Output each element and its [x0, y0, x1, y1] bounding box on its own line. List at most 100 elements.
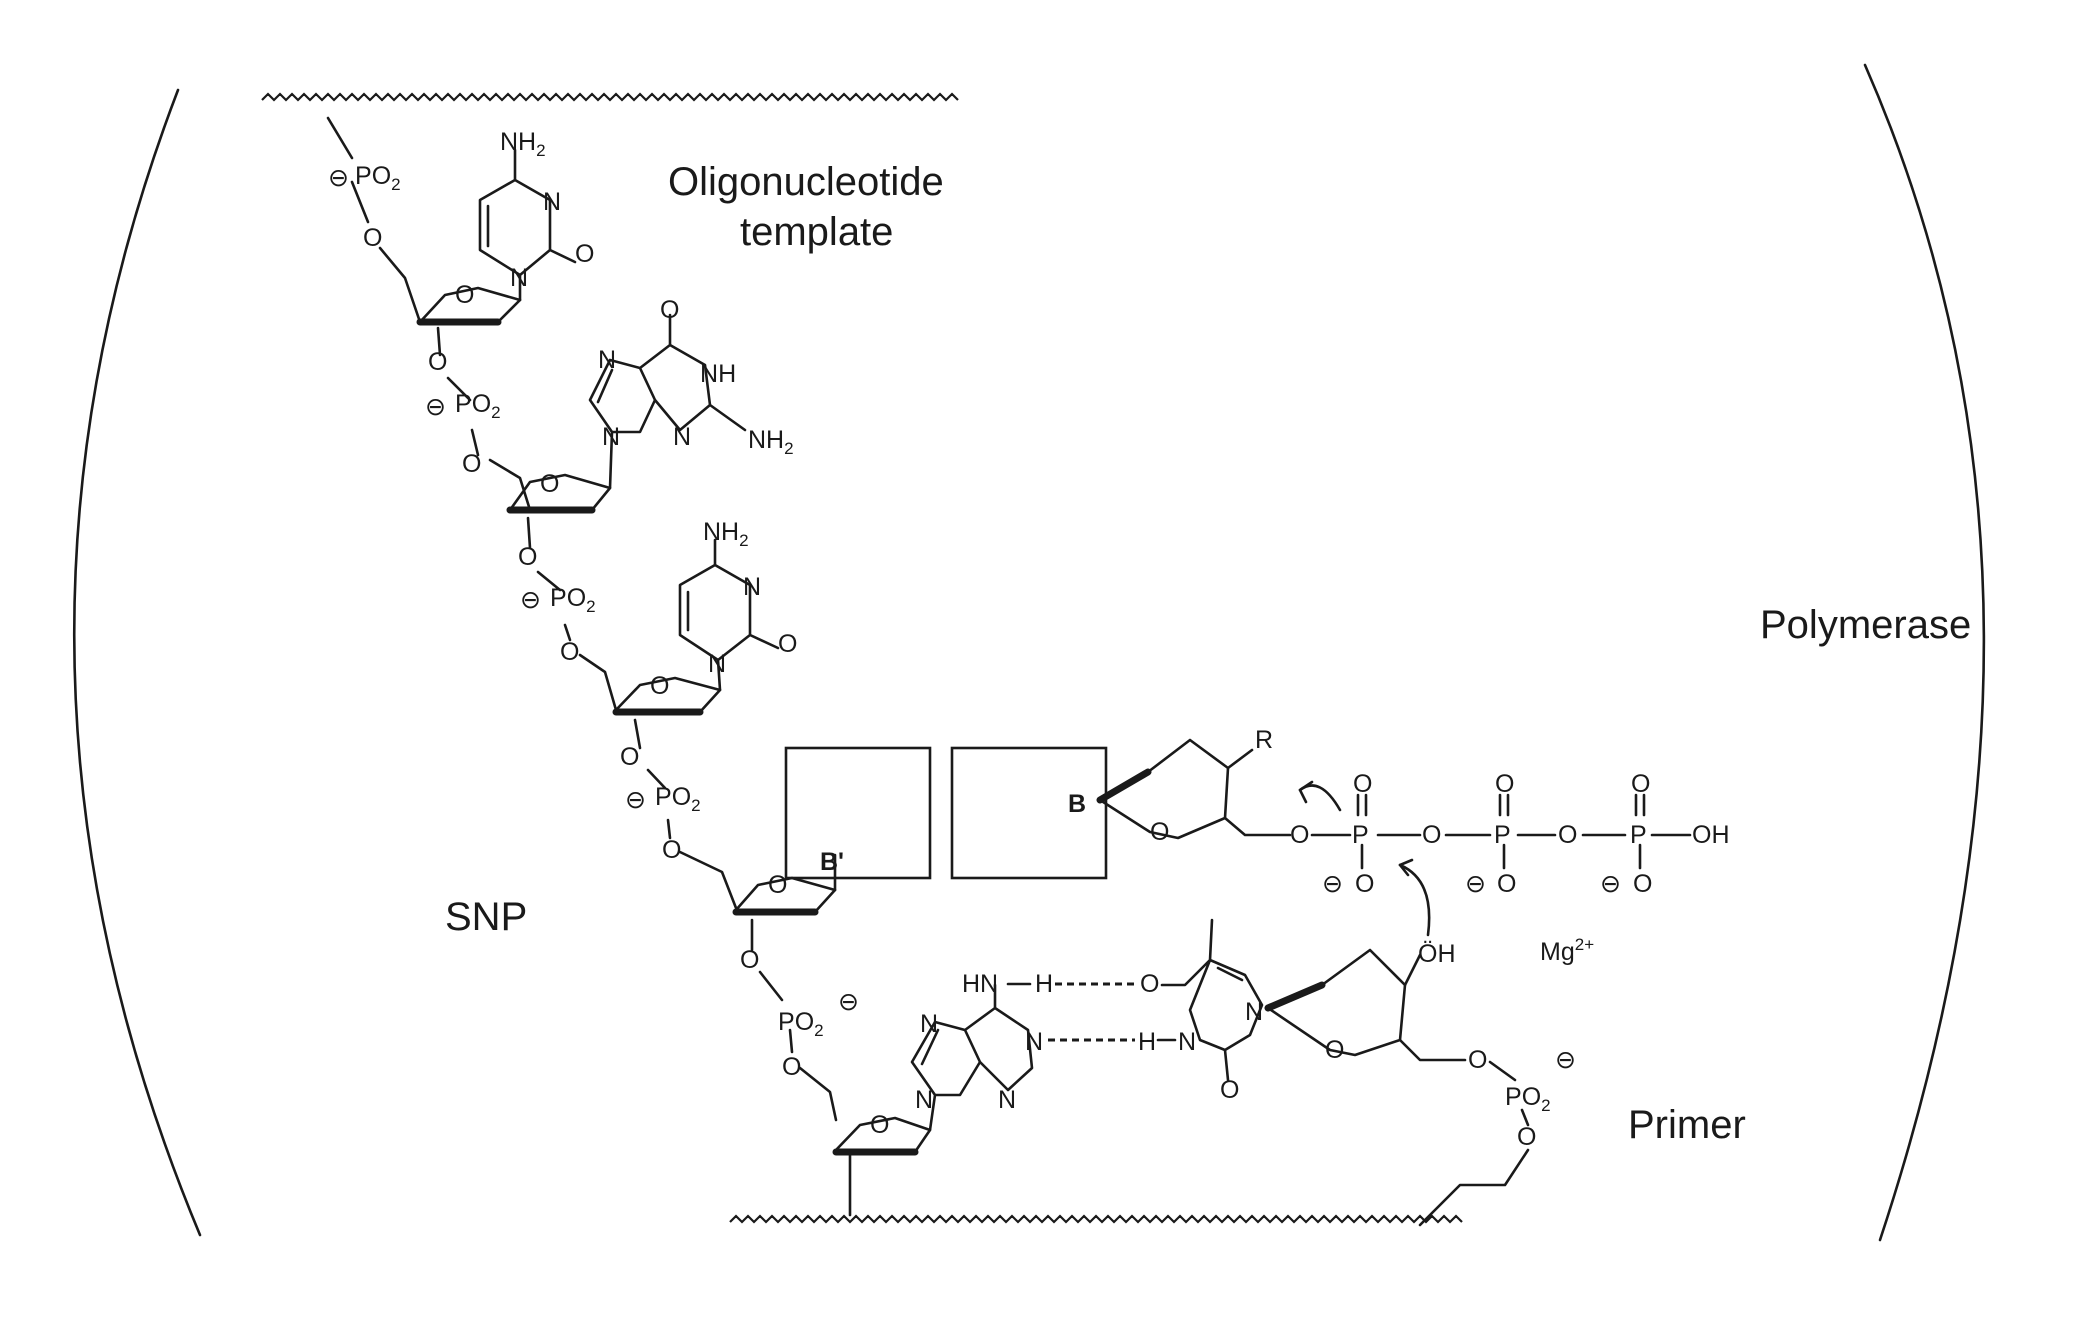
polymerase-left-arc	[74, 90, 200, 1235]
phosphate-5: PO2	[778, 1008, 824, 1040]
phosphate-charge-3: ⊖	[520, 586, 541, 614]
adenine-n3: N	[998, 1086, 1016, 1114]
alpha-phosphate: P	[1352, 821, 1369, 849]
primer-phosphate: PO2	[1505, 1083, 1551, 1115]
incoming-r-bond	[1228, 750, 1252, 768]
gamma-oxide: O	[1633, 870, 1652, 898]
incoming-sugar-oxygen: O	[1150, 818, 1169, 846]
primer-sugar-oxygen: O	[1325, 1036, 1344, 1064]
template-backbone-2	[438, 328, 530, 510]
thymine-oxygen-4: O	[1140, 970, 1159, 998]
cytosine-2-n1: N	[708, 650, 726, 678]
alpha-oxo: O	[1353, 770, 1372, 798]
oxygen-9: O	[782, 1053, 801, 1081]
cytosine-1-n1: N	[510, 264, 528, 292]
gamma-oxo: O	[1631, 770, 1650, 798]
adenine-hn: HN	[962, 970, 998, 998]
oxygen-3: O	[462, 450, 481, 478]
beta-charge: ⊖	[1465, 870, 1486, 898]
alpha-charge: ⊖	[1322, 870, 1343, 898]
thymine-oxygen-2: O	[1220, 1076, 1239, 1104]
oxygen-5: O	[560, 638, 579, 666]
adenine-n9: N	[915, 1086, 933, 1114]
oxygen-4: O	[518, 543, 537, 571]
incoming-5c-bond	[1225, 818, 1290, 835]
sugar-2-oxygen: O	[540, 470, 559, 498]
cytosine-1-n3: N	[543, 188, 561, 216]
beta-oxide: O	[1497, 870, 1516, 898]
sugar-4-oxygen: O	[768, 871, 787, 899]
template-top-backbone	[328, 118, 420, 322]
beta-oxo: O	[1495, 770, 1514, 798]
thymine-n3: N	[1178, 1028, 1196, 1056]
oxygen-2: O	[428, 348, 447, 376]
cytosine-1-amine: NH2	[500, 128, 546, 160]
guanine-amine: NH2	[748, 426, 794, 458]
phosphate-4: PO2	[655, 783, 701, 815]
template-label-line2: template	[740, 210, 893, 254]
thymine-h: H	[1138, 1028, 1156, 1056]
guanine-n9: N	[602, 423, 620, 451]
bridge-oxygen-1: O	[1422, 821, 1441, 849]
terminal-hydroxyl: OH	[1692, 821, 1730, 849]
phosphate-2: PO2	[455, 390, 501, 422]
snp-box-template	[786, 748, 930, 878]
sugar-5-oxygen: O	[870, 1111, 889, 1139]
alpha-oxide: O	[1355, 870, 1374, 898]
bridge-oxygen-2: O	[1558, 821, 1577, 849]
sugar-1-oxygen: O	[455, 281, 474, 309]
cytosine-2-oxygen: O	[778, 630, 797, 658]
gamma-charge: ⊖	[1600, 870, 1621, 898]
cytosine-2-amine: NH2	[703, 518, 749, 550]
guanine-n7: N	[598, 346, 616, 374]
beta-phosphate: P	[1494, 821, 1511, 849]
magnesium-charge: 2+	[1575, 935, 1594, 954]
base-b-prime: B'	[820, 848, 844, 876]
base-b: B	[1068, 790, 1086, 818]
magnesium-symbol: Mg	[1540, 938, 1575, 966]
phosphate-charge-1: ⊖	[328, 164, 349, 192]
magnesium-label: Mg2+	[1540, 935, 1594, 966]
guanine-ring	[590, 315, 745, 488]
guanine-oxygen: O	[660, 296, 679, 324]
polymerase-right-arc	[1865, 65, 1984, 1240]
phosphate-charge-4: ⊖	[625, 786, 646, 814]
phosphate-3: PO2	[550, 584, 596, 616]
oxygen-8: O	[740, 946, 759, 974]
primer-strand-break	[730, 1216, 1462, 1222]
template-strand-break	[262, 94, 958, 100]
adenine-h: H	[1035, 970, 1053, 998]
cytosine-2-n3: N	[743, 573, 761, 601]
leaving-group-arrow	[1300, 786, 1340, 811]
incoming-r-group: R	[1255, 726, 1273, 754]
oxygen-7: O	[662, 836, 681, 864]
snp-label: SNP	[445, 895, 527, 939]
primer-phosphate-charge: ⊖	[1555, 1046, 1576, 1074]
primer-label: Primer	[1628, 1103, 1746, 1147]
cytosine-1-oxygen: O	[575, 240, 594, 268]
thymine-n1: N	[1245, 998, 1263, 1026]
primer-oxygen-5: O	[1468, 1046, 1487, 1074]
phosphate-1: PO2	[355, 162, 401, 194]
template-backbone-4	[635, 720, 736, 908]
primer-oxygen-3: O	[1517, 1123, 1536, 1151]
gamma-phosphate: P	[1630, 821, 1647, 849]
cytosine-2-ring	[680, 540, 778, 690]
oxygen-1: O	[363, 224, 382, 252]
oxygen-6: O	[620, 743, 639, 771]
phosphate-charge-2: ⊖	[425, 393, 446, 421]
template-label-line1: Oligonucleotide	[668, 160, 944, 204]
guanine-nh: NH	[700, 360, 736, 388]
sugar-3-oxygen: O	[650, 672, 669, 700]
adenine-n7: N	[920, 1010, 938, 1038]
primer-3oh: ÖH	[1418, 940, 1456, 968]
phosphate-charge-5: ⊖	[838, 988, 859, 1016]
adenine-n1: N	[1025, 1028, 1043, 1056]
primer-5c-bond	[1400, 1040, 1465, 1060]
guanine-n3: N	[673, 423, 691, 451]
polymerase-label: Polymerase	[1760, 603, 1971, 647]
attack-arrow	[1400, 865, 1429, 935]
primer-sugar-wedge	[1268, 985, 1322, 1008]
template-backbone-3	[528, 518, 616, 710]
